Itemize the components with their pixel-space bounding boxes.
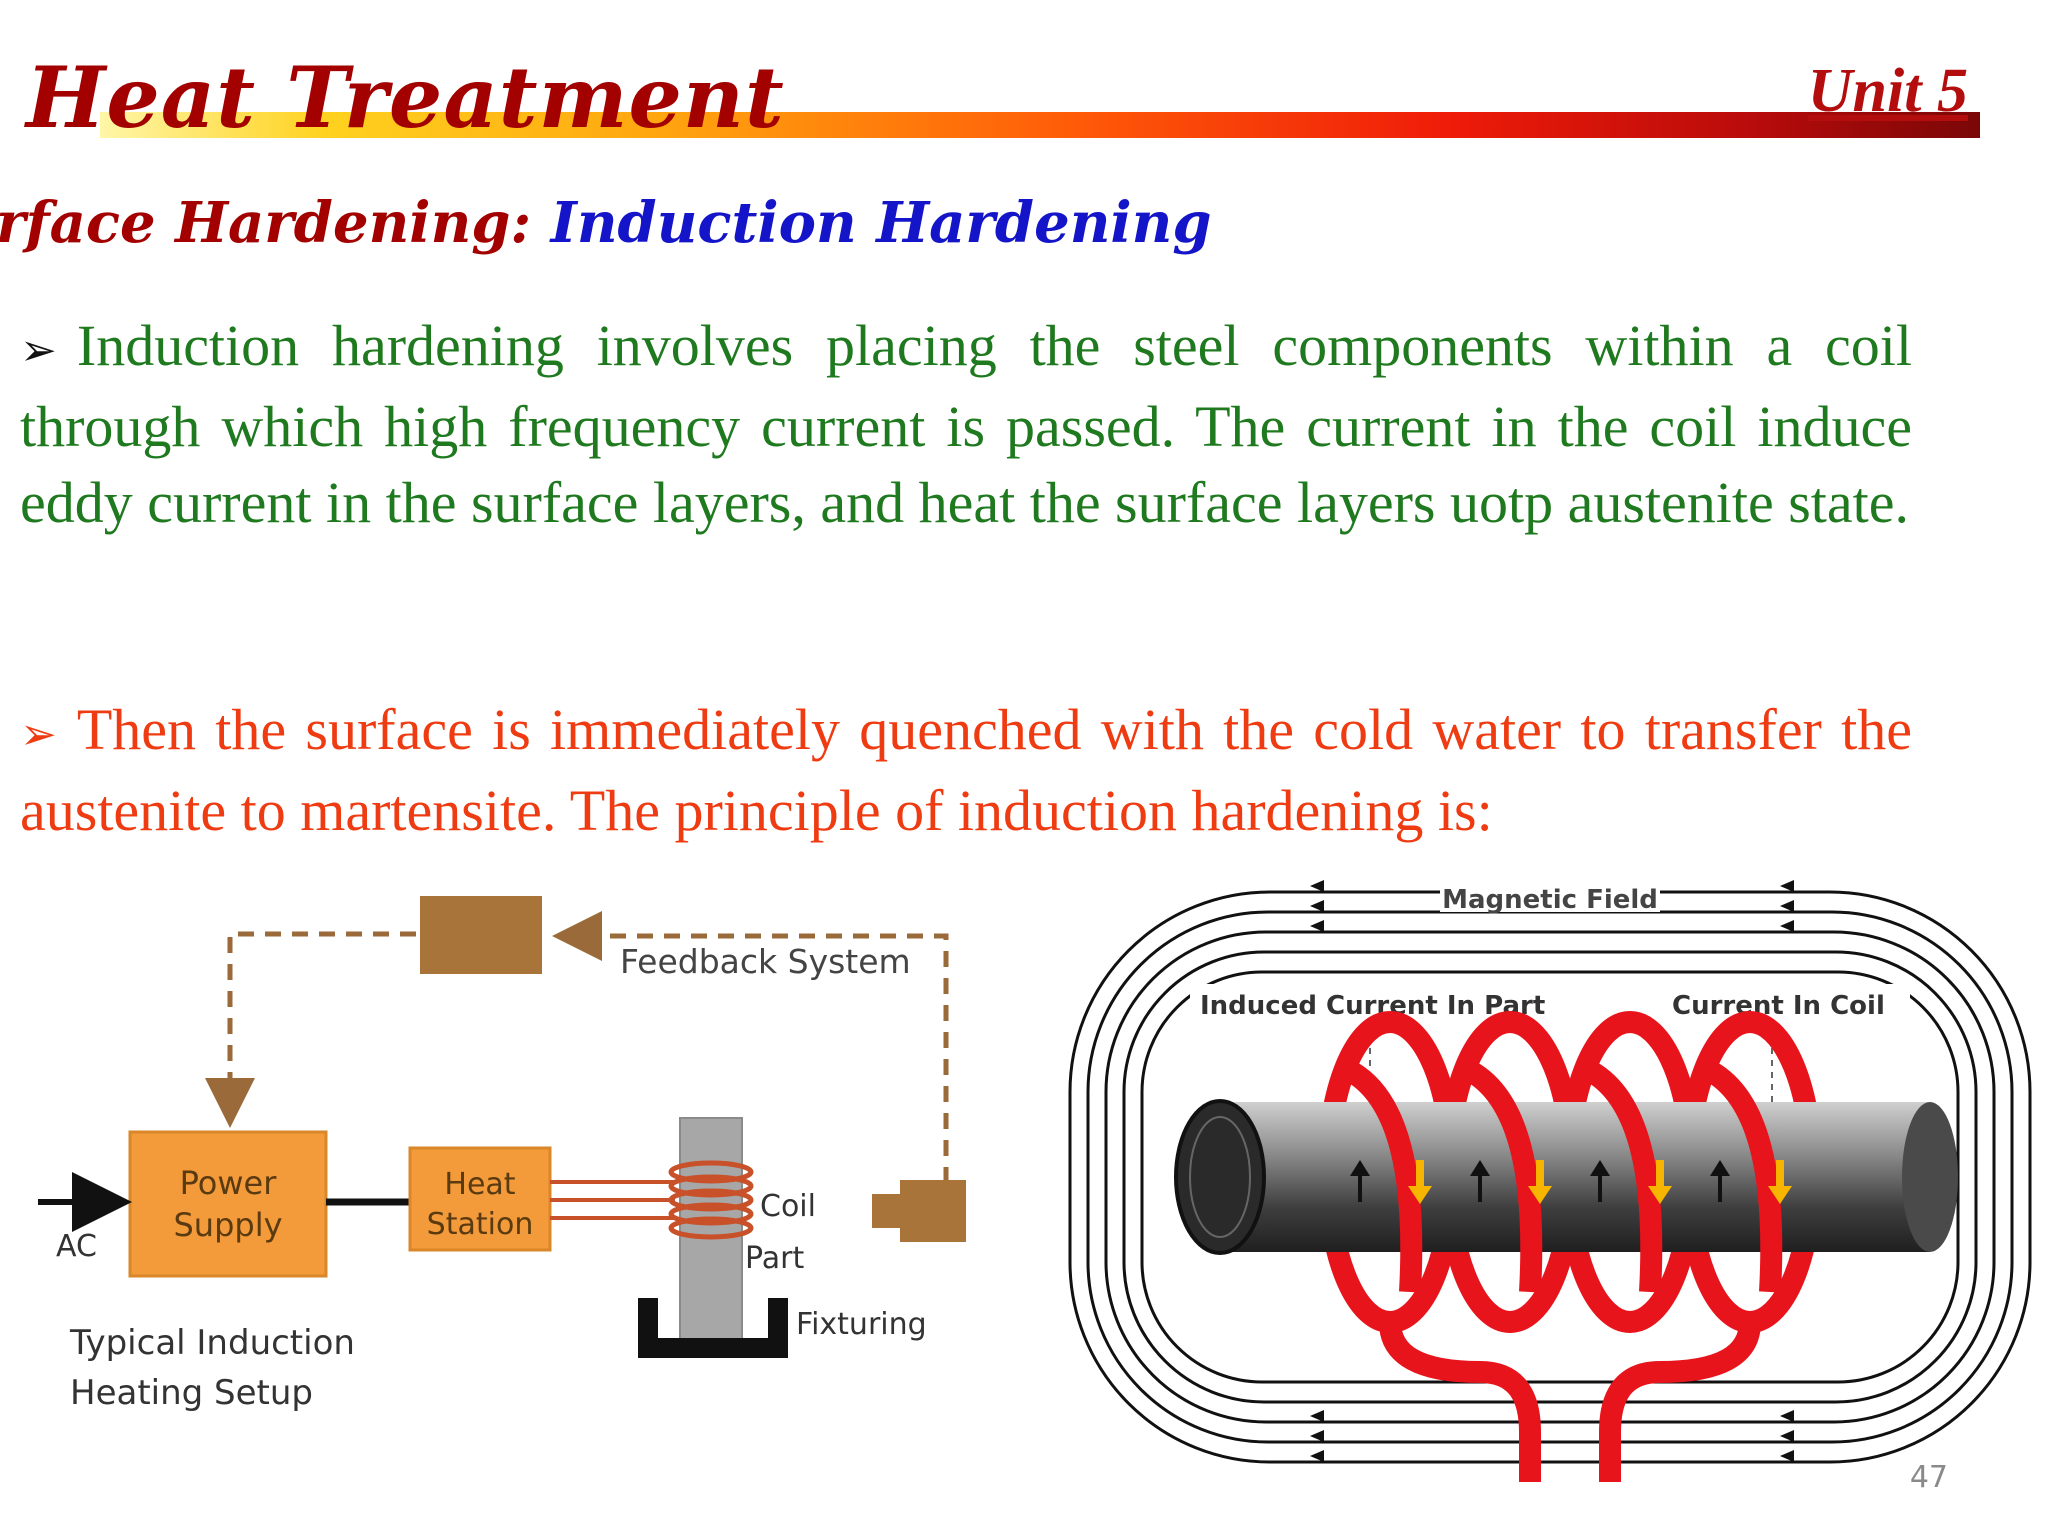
heat-station-line1: Heat [444, 1167, 515, 1202]
fixturing-bracket [638, 1298, 788, 1358]
part-label: Part [745, 1241, 804, 1276]
steel-bar-end [1174, 1099, 1266, 1255]
paragraph-quench: ➢Then the surface is immediately quenche… [20, 692, 1912, 849]
coil-current-arrows [1408, 1160, 1792, 1204]
magnetic-field-label: Magnetic Field [1442, 885, 1658, 915]
temperature-sensor-box [900, 1180, 966, 1242]
coil-turns [668, 1160, 754, 1240]
bullet-arrow-icon: ➢ [20, 325, 57, 376]
feedback-dashed-line [552, 911, 949, 1210]
slide-title: Heat Treatment [26, 48, 785, 147]
subtitle-part1: rface Hardening: [0, 190, 532, 256]
steel-bar [1220, 1102, 1930, 1252]
paragraph-quench-text: Then the surface is immediately quenched… [20, 697, 1912, 843]
power-supply-box [128, 1130, 328, 1278]
heat-station-box [408, 1146, 552, 1252]
fixturing-label: Fixturing [796, 1307, 927, 1342]
bullet-arrow-icon: ➢ [20, 709, 57, 760]
coil-front-loops [1345, 1062, 1783, 1293]
coil-leads [1379, 1321, 1761, 1482]
heat-station-line2: Station [427, 1207, 534, 1242]
unit-label: Unit 5 [1807, 57, 1968, 125]
power-supply-line2: Supply [173, 1206, 282, 1244]
title-gradient-bar [100, 112, 1980, 138]
feedback-controller-box [420, 896, 542, 974]
paragraph-induction-text: Induction hardening involves placing the… [20, 313, 1912, 535]
page-number: 47 [1909, 1460, 1948, 1495]
induced-current-arrows [1350, 1160, 1730, 1202]
subtitle-part2: Induction Hardening [550, 190, 1212, 256]
ac-label: AC [56, 1229, 97, 1264]
feedback-dashed-line-to-supply [205, 931, 416, 1128]
slide-subtitle: rface Hardening: Induction Hardening [0, 190, 1212, 256]
coil-label: Coil [760, 1189, 816, 1224]
field-direction-arrows [1310, 880, 1794, 1462]
coil-current-label: Current In Coil [1672, 991, 1885, 1021]
power-supply-line1: Power [180, 1164, 278, 1202]
caption-line1: Typical Induction [69, 1323, 355, 1363]
caption-line2: Heating Setup [70, 1373, 313, 1413]
induction-setup-diagram: Feedback System Power Supply AC Heat Sta… [38, 896, 966, 1413]
workpiece-part [679, 1117, 743, 1349]
induction-principle-figure: Magnetic Field Induced Current In Part C… [1068, 876, 2032, 1482]
feedback-label: Feedback System [620, 942, 911, 981]
paragraph-induction: ➢Induction hardening involves placing th… [20, 308, 1912, 541]
